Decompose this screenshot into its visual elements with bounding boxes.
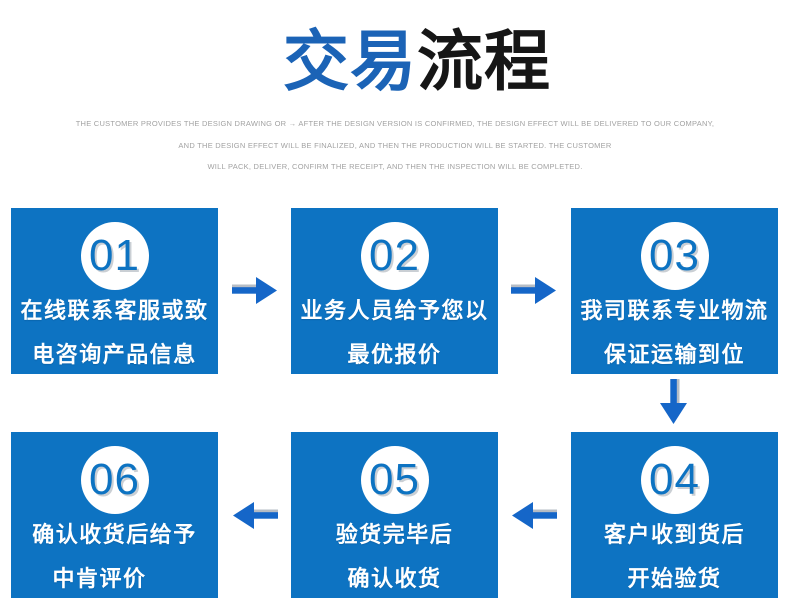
arrow-left-icon [512, 502, 557, 529]
step-box-02: 02 业务人员给予您以 最优报价 [291, 208, 498, 374]
step-number-badge: 03 [640, 222, 709, 290]
step-text: 验货完毕后 确认收货 [291, 514, 498, 602]
step-box-01: 01 在线联系客服或致 电咨询产品信息 [11, 208, 218, 374]
step-text: 确认收货后给予 中肯评价 [11, 514, 218, 602]
step-text-line: 电咨询产品信息 [32, 343, 197, 368]
step-box-03: 03 我司联系专业物流 保证运输到位 [571, 208, 778, 374]
step-text-line: 业务人员给予您以 [300, 299, 489, 324]
step-box-05: 05 验货完毕后 确认收货 [291, 432, 498, 598]
step-text-line: 确认收货后给予 [32, 523, 197, 548]
step-text-line: 客户收到货后 [603, 523, 745, 548]
arrow-right-icon [232, 277, 277, 304]
arrow-right-icon [511, 277, 556, 304]
step-number-badge: 04 [640, 446, 709, 514]
step-text-line: 中肯评价 [52, 567, 147, 592]
step-text-line: 验货完毕后 [335, 523, 454, 548]
subtitle-line: WILL PACK, DELIVER, CONFIRM THE RECEIPT,… [207, 162, 583, 171]
arrow-left-icon [233, 502, 278, 529]
step-number-badge: 01 [80, 222, 149, 290]
page-title: 交易流程 [22, 16, 790, 108]
step-text-line: 确认收货 [347, 567, 442, 592]
arrow-down-icon [660, 379, 687, 424]
page-title-highlight: 交易 [283, 23, 417, 100]
step-text: 在线联系客服或致 电咨询产品信息 [11, 290, 218, 378]
page-title-rest: 流程 [417, 23, 551, 100]
step-text-line: 在线联系客服或致 [20, 299, 209, 324]
step-number-badge: 06 [80, 446, 149, 514]
step-box-06: 06 确认收货后给予 中肯评价 [11, 432, 218, 598]
step-text-line: 保证运输到位 [603, 343, 745, 368]
step-text: 客户收到货后 开始验货 [571, 514, 778, 602]
subtitle-line: THE CUSTOMER PROVIDES THE DESIGN DRAWING… [75, 119, 715, 128]
subtitle: THE CUSTOMER PROVIDES THE DESIGN DRAWING… [0, 113, 790, 178]
step-number-badge: 02 [360, 222, 429, 290]
step-text: 我司联系专业物流 保证运输到位 [571, 290, 778, 378]
step-text-line: 开始验货 [627, 567, 722, 592]
step-text-line: 最优报价 [347, 343, 442, 368]
step-text: 业务人员给予您以 最优报价 [291, 290, 498, 378]
step-number-badge: 05 [360, 446, 429, 514]
step-box-04: 04 客户收到货后 开始验货 [571, 432, 778, 598]
subtitle-line: AND THE DESIGN EFFECT WILL BE FINALIZED,… [178, 140, 612, 150]
step-text-line: 我司联系专业物流 [580, 299, 769, 324]
